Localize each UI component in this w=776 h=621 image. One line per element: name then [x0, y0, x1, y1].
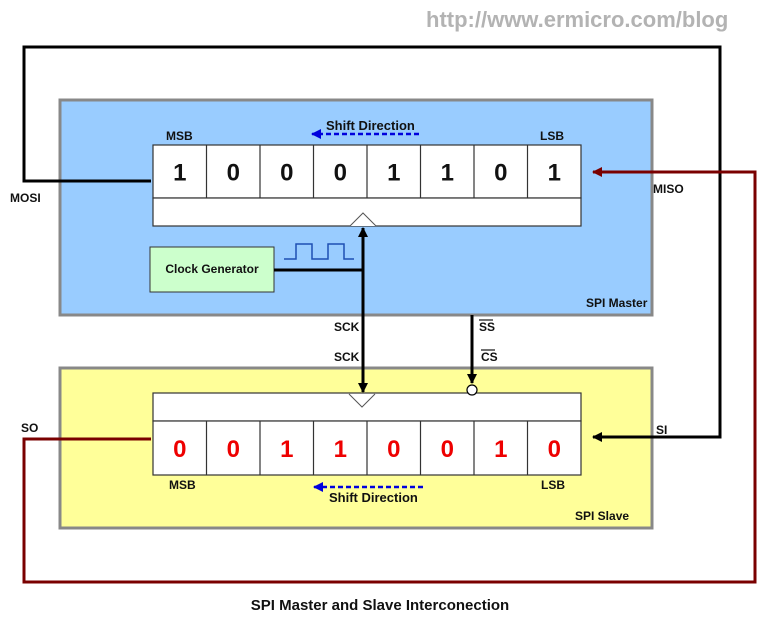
slave-bit-1: 0: [227, 436, 240, 463]
si-label: SI: [656, 423, 667, 437]
slave-bit-3: 1: [334, 436, 347, 463]
clock-generator-box: [149, 246, 275, 293]
master-bit-5: 1: [441, 160, 454, 187]
slave-lsb-label: LSB: [541, 478, 565, 492]
slave-bit-0: 0: [173, 436, 186, 463]
ss-label: SS: [479, 320, 495, 334]
clock-waveform-icon: [284, 243, 354, 260]
sck-master-label: SCK: [334, 320, 360, 334]
slave-clock-edge-icon: [348, 393, 376, 408]
slave-bit-6: 1: [494, 436, 507, 463]
mosi-label: MOSI: [10, 191, 41, 205]
master-bit-2: 0: [280, 160, 293, 187]
slave-bit-4: 0: [387, 436, 400, 463]
clock-generator-label: Clock Generator: [165, 262, 259, 276]
master-register: 1 0 0 0 1 1 0 1: [152, 144, 582, 227]
slave-bit-2: 1: [280, 436, 293, 463]
master-clock-edge-icon: [349, 212, 377, 227]
slave-title: SPI Slave: [575, 509, 629, 523]
master-lsb-label: LSB: [540, 129, 564, 143]
diagram-caption: SPI Master and Slave Interconection: [251, 597, 509, 614]
slave-shift-label: Shift Direction: [329, 490, 418, 505]
sck-slave-label: SCK: [334, 350, 360, 364]
cs-active-low-bubble-icon: [466, 384, 478, 396]
master-title: SPI Master: [586, 296, 648, 310]
master-bit-1: 0: [227, 160, 240, 187]
master-bit-0: 1: [173, 160, 186, 187]
master-bit-3: 0: [334, 160, 347, 187]
so-label: SO: [21, 421, 38, 435]
slave-msb-label: MSB: [169, 478, 196, 492]
cs-label: CS: [481, 350, 498, 364]
slave-register: 0 0 1 1 0 0 1 0: [152, 392, 582, 476]
master-bit-7: 1: [548, 160, 561, 187]
master-shift-label: Shift Direction: [326, 118, 415, 133]
master-bit-6: 0: [494, 160, 507, 187]
watermark-url: http://www.ermicro.com/blog: [426, 7, 728, 32]
master-msb-label: MSB: [166, 129, 193, 143]
master-bit-4: 1: [387, 160, 400, 187]
slave-bit-5: 0: [441, 436, 454, 463]
miso-label: MISO: [653, 182, 684, 196]
slave-bit-7: 0: [548, 436, 561, 463]
